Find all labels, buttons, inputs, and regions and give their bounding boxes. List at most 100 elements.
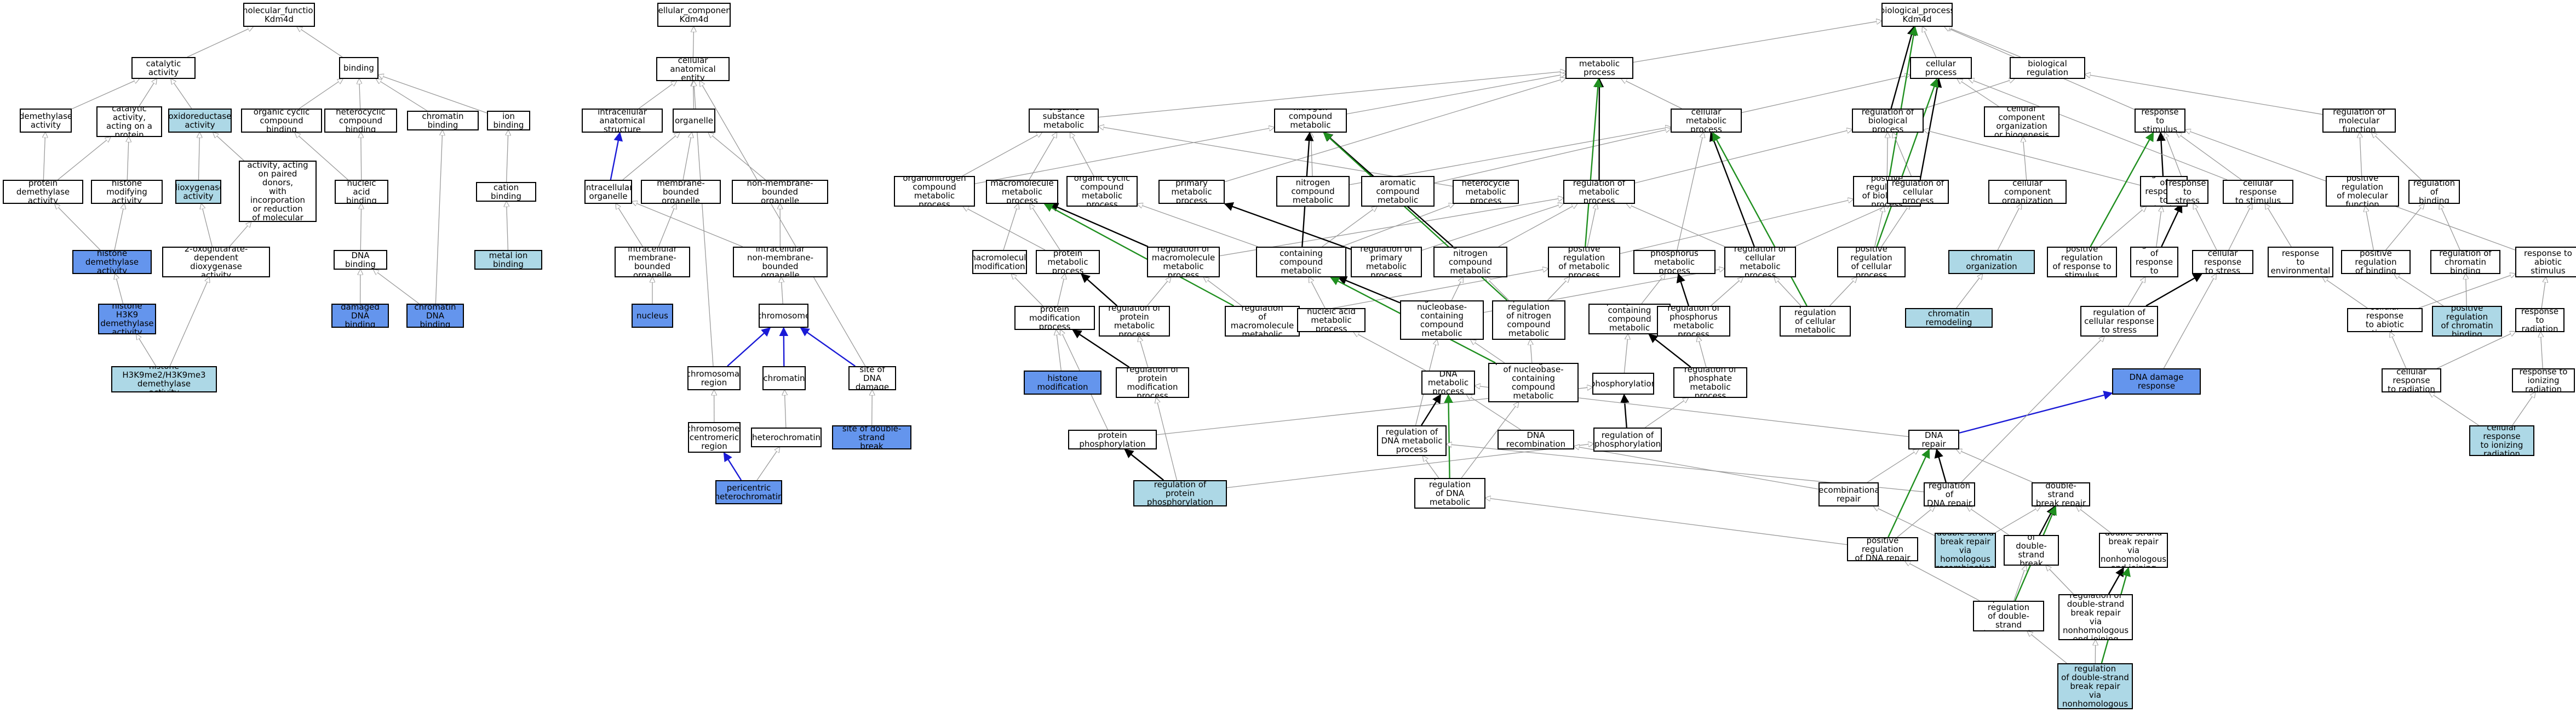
term-node-reg-cell-met[interactable]: regulation of cellular metabolic process	[1724, 247, 1796, 277]
term-node-nucleobase[interactable]: nucleobase-containing compound metabolic…	[1256, 247, 1346, 277]
term-node-dioxygenase[interactable]: dioxygenase activity	[175, 180, 221, 204]
term-node-chrom-remodel[interactable]: chromatin remodeling	[1905, 308, 1993, 328]
term-node-n-comp[interactable]: nitrogen compound metabolic process	[1274, 109, 1347, 133]
term-node-reg-cell-resp-stress[interactable]: regulation of cellular response to stres…	[2080, 306, 2158, 337]
term-node-chromosome[interactable]: chromosome	[759, 304, 808, 328]
term-node-dna-bind[interactable]: DNA binding	[334, 250, 387, 270]
term-node-resp-stress[interactable]: response to stress	[2166, 180, 2208, 204]
term-node-pos-reg-met[interactable]: positive regulation of metabolic process	[1548, 247, 1620, 277]
term-node-reg-n-comp[interactable]: regulation of nitrogen compound metaboli…	[1433, 247, 1507, 277]
term-node-chrom-dna-bind[interactable]: chromatin DNA binding	[406, 304, 464, 328]
term-node-bp[interactable]: biological_process Kdm4d	[1881, 3, 1953, 27]
term-node-reg-chrom-bind[interactable]: regulation of chromatin binding	[2430, 250, 2500, 274]
term-node-catalytic[interactable]: catalytic activity	[131, 57, 196, 79]
term-node-pos-reg-mol[interactable]: positive regulation of molecular functio…	[2326, 176, 2399, 207]
term-node-pos-reg-cell-proc[interactable]: positive regulation of cellular process	[1837, 247, 1906, 277]
term-node-chromatin[interactable]: chromatin	[762, 366, 806, 390]
term-node-site-dmg[interactable]: site of DNA damage	[848, 366, 896, 390]
term-node-cellular-proc[interactable]: cellular process	[1910, 57, 1972, 79]
term-node-mf[interactable]: molecular_function Kdm4d	[243, 3, 315, 27]
term-node-metal-bind[interactable]: metal ion binding	[474, 250, 542, 270]
term-node-phosphorylation[interactable]: phosphorylation	[1592, 373, 1654, 395]
term-node-reg-bio[interactable]: regulation of biological process	[1852, 109, 1924, 133]
term-node-hist-mod[interactable]: histone modifying activity	[91, 180, 163, 204]
term-node-reg-prot-met[interactable]: regulation of protein metabolic process	[1099, 306, 1170, 337]
term-node-reg-phosphorus[interactable]: regulation of phosphorus metabolic proce…	[1657, 306, 1730, 337]
term-node-organonitrogen[interactable]: organonitrogen compound metabolic proces…	[894, 176, 975, 207]
term-node-cc-org[interactable]: cellular component organization or bioge…	[1984, 106, 2059, 137]
term-node-heterocycle[interactable]: heterocycle metabolic process	[1453, 180, 1519, 204]
term-node-cc[interactable]: cellular_component Kdm4d	[657, 3, 731, 27]
term-node-centromeric[interactable]: chromosome, centromeric region	[688, 422, 741, 453]
term-node-reg-nucleobase[interactable]: regulation of nucleobase-containing comp…	[1400, 300, 1484, 340]
term-node-pos-reg-dsb-nhej[interactable]: positive regulation of double-strand bre…	[2057, 663, 2133, 709]
term-node-og-diox[interactable]: 2-oxoglutarate-dependent dioxygenase act…	[162, 247, 270, 277]
term-node-het-cyc-bind[interactable]: heterocyclic compound binding	[324, 109, 397, 133]
term-node-dsb-repair[interactable]: double-strand break repair	[2032, 482, 2090, 506]
term-node-h3k9me[interactable]: histone H3K9me2/H3K9me3 demethylase acti…	[111, 366, 217, 392]
term-node-intra-mem-org[interactable]: intracellular membrane-bounded organelle	[615, 247, 690, 277]
term-node-resp-stim[interactable]: response to stimulus	[2135, 109, 2185, 133]
term-node-prot-mod[interactable]: protein modification process	[1014, 306, 1095, 330]
term-node-reg-binding[interactable]: regulation of binding	[2408, 180, 2460, 204]
term-node-resp-ion-rad[interactable]: response to ionizing radiation	[2512, 368, 2575, 392]
term-node-cell-resp-abiotic[interactable]: cellular response to abiotic stimulus	[2347, 308, 2423, 332]
term-node-dmg-dna-bind[interactable]: damaged DNA binding	[331, 304, 389, 328]
term-node-cell-resp-ion[interactable]: cellular response to ionizing radiation	[2469, 425, 2534, 456]
term-node-reg-macro[interactable]: regulation of macromolecule metabolic pr…	[1147, 247, 1220, 277]
term-node-hist-modification[interactable]: histone modification	[1024, 371, 1101, 395]
term-node-reg-resp-stress[interactable]: regulation of response to stress	[2130, 247, 2178, 277]
term-node-cell-n-comp[interactable]: cellular nitrogen compound metabolic pro…	[1276, 176, 1350, 207]
term-node-prot-met[interactable]: protein metabolic process	[1036, 250, 1100, 274]
term-node-reg-dna-repair[interactable]: regulation of DNA repair	[1924, 482, 1975, 506]
term-node-binding[interactable]: binding	[339, 57, 378, 79]
term-node-reg-dsb-nhej[interactable]: regulation of double-strand break repair…	[2058, 594, 2133, 640]
term-node-recomb-repair[interactable]: recombinational repair	[1818, 482, 1879, 506]
term-node-ion-bind[interactable]: ion binding	[487, 111, 530, 130]
term-node-cell-met[interactable]: cellular metabolic process	[1671, 109, 1742, 133]
term-node-pos-reg-cell-met[interactable]: positive regulation of cellular metaboli…	[1780, 306, 1851, 337]
term-node-cell-arom[interactable]: cellular aromatic compound metabolic pro…	[1361, 176, 1435, 207]
term-node-h3k9-demeth[interactable]: histone H3K9 demethylase activity	[98, 304, 156, 334]
term-node-intra-nonmem-org[interactable]: intracellular non-membrane-bounded organ…	[733, 247, 828, 277]
term-node-pos-reg-n-comp[interactable]: positive regulation of nitrogen compound…	[1492, 300, 1565, 340]
term-node-nucleic-met[interactable]: nucleic acid metabolic process	[1297, 308, 1366, 332]
term-node-pos-reg-binding[interactable]: positive regulation of binding	[2341, 250, 2411, 274]
term-node-nonmem-org[interactable]: non-membrane-bounded organelle	[732, 180, 828, 204]
term-node-bio-reg[interactable]: biological regulation	[2010, 57, 2085, 79]
term-node-pos-reg-nucleobase[interactable]: positive regulation of nucleobase-contai…	[1488, 363, 1579, 402]
term-node-mem-org[interactable]: membrane-bounded organelle	[641, 180, 721, 204]
term-node-primary-met[interactable]: primary metabolic process	[1158, 180, 1225, 204]
term-node-cell-resp-rad[interactable]: cellular response to radiation	[2382, 368, 2441, 392]
term-node-nucleus[interactable]: nucleus	[632, 304, 673, 328]
term-node-cation-bind[interactable]: cation binding	[476, 182, 536, 202]
term-node-cell-anat[interactable]: cellular anatomical entity	[656, 57, 730, 81]
term-node-pos-reg-resp[interactable]: positive regulation of response to stimu…	[2047, 247, 2117, 277]
term-node-oxido-paired[interactable]: oxidoreductase activity, acting on paire…	[239, 161, 317, 222]
term-node-macro-mod[interactable]: macromolecule modification	[972, 250, 1027, 274]
term-node-dsb-nhej[interactable]: double-strand break repair via nonhomolo…	[2099, 533, 2168, 568]
term-node-reg-dsb[interactable]: regulation of double-strand break repair	[2004, 535, 2059, 566]
term-node-chrom-region[interactable]: chromosomal region	[687, 366, 741, 390]
term-node-demethylase[interactable]: demethylase activity	[20, 109, 72, 133]
term-node-macromolecule[interactable]: macromolecule metabolic process	[986, 180, 1058, 204]
term-node-reg-met[interactable]: regulation of metabolic process	[1563, 180, 1635, 204]
term-node-chrom-org[interactable]: chromatin organization	[1948, 250, 2035, 274]
term-node-reg-phosphate[interactable]: regulation of phosphate metabolic proces…	[1673, 367, 1747, 398]
term-node-pos-reg-dsb[interactable]: positive regulation of double-strand bre…	[1973, 601, 2044, 631]
term-node-reg-mol-func[interactable]: regulation of molecular function	[2322, 109, 2396, 133]
term-node-hist-demeth[interactable]: histone demethylase activity	[72, 250, 152, 274]
term-node-pos-reg-macro[interactable]: positive regulation of macromolecule met…	[1225, 306, 1300, 337]
term-node-resp-abiotic[interactable]: response to abiotic stimulus	[2515, 247, 2576, 277]
term-node-reg-phos[interactable]: regulation of phosphorylation	[1593, 428, 1662, 452]
term-node-dna-dmg-resp[interactable]: DNA damage response	[2112, 368, 2201, 395]
term-node-dna-repair[interactable]: DNA repair	[1908, 430, 1959, 449]
term-node-reg-dna-met[interactable]: regulation of DNA metabolic process	[1377, 425, 1447, 456]
term-node-heterochromatin[interactable]: heterochromatin	[751, 428, 822, 447]
term-node-prot-demeth[interactable]: protein demethylase activity	[3, 180, 83, 204]
term-node-dsb-site[interactable]: site of double-strand break	[832, 425, 911, 449]
term-node-peri-het[interactable]: pericentric heterochromatin	[715, 480, 782, 504]
term-node-organelle[interactable]: organelle	[673, 109, 715, 133]
term-node-pos-reg-chrom-bind[interactable]: positive regulation of chromatin binding	[2432, 306, 2502, 337]
term-node-oxidoreductase[interactable]: oxidoreductase activity	[168, 109, 232, 133]
